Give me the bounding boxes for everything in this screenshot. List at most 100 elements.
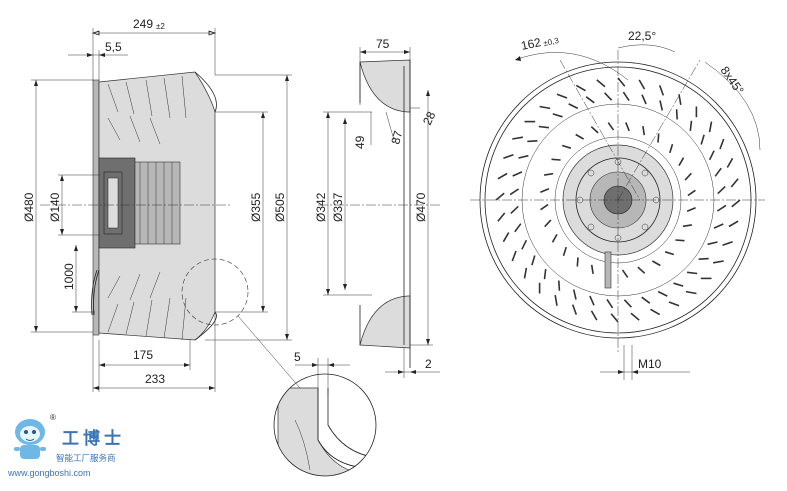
blade-mark [576,257,579,267]
blade-mark [604,92,613,101]
blade-mark [512,136,524,140]
dim-diameter-355: Ø355 [249,192,263,222]
blade-mark [622,91,630,102]
blade-mark [623,299,632,308]
blade-mark [540,203,549,211]
blade-mark [551,158,561,161]
dim-diameter-505: Ø505 [273,192,287,222]
blade-mark [675,109,678,120]
blade-mark [497,172,508,180]
blade-mark [673,282,684,287]
blade-mark [568,103,579,110]
blade-mark [687,271,698,275]
dim-depth-175: 175 [133,348,153,362]
side-view: 249 ±2 5,5 [22,17,301,392]
blade-mark [668,301,680,307]
blade-mark [675,239,685,242]
blade-mark [659,100,664,111]
blade-mark [589,295,595,306]
blade-mark [558,280,561,291]
blade-mark [621,269,629,278]
blade-mark [708,121,713,133]
blade-mark [544,219,552,228]
logo-registered: ® [50,413,56,422]
impeller-blades-top [107,75,187,145]
blade-mark [607,122,615,131]
blade-mark [497,212,506,222]
blade-mark [502,232,510,243]
blade-mark [495,192,505,201]
blade-mark [617,77,626,87]
blade-mark [596,79,606,88]
blade-mark [641,94,647,105]
blade-mark [606,298,614,309]
logo-subtitle: 智能工厂服务商 [56,453,116,464]
blade-mark [561,144,572,149]
blade-mark [689,120,693,131]
section-view: 75 Ø342 Ø337 Ø470 28 49 87 2 [314,37,440,378]
blade-mark [707,241,718,246]
blade-mark [512,171,523,177]
blade-mark [521,239,528,250]
blade-mark [698,257,709,260]
blade-mark [678,94,682,106]
blade-mark [685,290,697,295]
blade-mark [687,189,696,197]
blade-mark [652,260,661,267]
dim-width-tolerance: ±2 [156,22,165,31]
blade-mark [527,140,538,143]
dim-diameter-140: Ø140 [48,192,62,222]
blade-mark [682,224,693,228]
impeller-blades-bottom [107,271,187,341]
blade-mark [552,113,563,118]
blade-mark [543,172,554,176]
dim-height-87: 87 [388,129,405,146]
blade-mark [585,96,595,104]
blade-mark [556,93,568,99]
blade-mark [716,204,727,212]
blade-mark [700,134,705,145]
dim-height-28: 28 [420,109,438,127]
dim-width-overall: 249 [133,17,153,31]
dim-flange-offset: 5,5 [105,40,122,54]
blade-mark [708,150,715,161]
blade-mark [641,296,651,304]
blade-mark [684,172,692,181]
blade-mark [731,199,741,208]
blade-mark [728,220,739,228]
dim-length-1000: 1000 [62,263,76,290]
dim-bolt-circle: 162 [520,35,543,53]
detail-view: 5 [273,350,377,477]
blade-mark [657,290,668,297]
blade-mark [590,310,598,321]
blade-mark [719,138,725,150]
dim-diameter-342: Ø342 [314,192,328,222]
blade-mark [572,289,577,300]
blade-mark [714,167,722,177]
dim-depth-233: 233 [145,372,165,386]
logo: 工博士 ® 智能工厂服务商 www.gongboshi.com [7,413,125,478]
logo-url: www.gongboshi.com [7,468,91,478]
front-view: 162 ±0,3 22,5° 8x45° M10 [470,29,765,380]
inlet-ring-top [359,59,411,113]
logo-name: 工博士 [62,428,125,449]
blade-mark [712,260,724,264]
blade-mark [511,250,517,262]
blade-mark [625,122,630,132]
dim-angle: 22,5° [628,29,656,43]
blade-mark [543,269,547,280]
blade-mark [514,223,522,233]
blade-mark [658,85,665,96]
blade-mark [510,205,519,214]
dim-diameter-470: Ø470 [414,192,428,222]
blade-mark [551,234,558,243]
blade-mark [571,304,578,315]
blade-mark [531,255,536,266]
blade-mark [657,133,660,143]
dim-thread: M10 [638,357,662,371]
blade-mark [642,125,646,136]
blade-mark [610,313,619,323]
blade-mark [540,188,550,193]
blade-mark [575,84,586,92]
